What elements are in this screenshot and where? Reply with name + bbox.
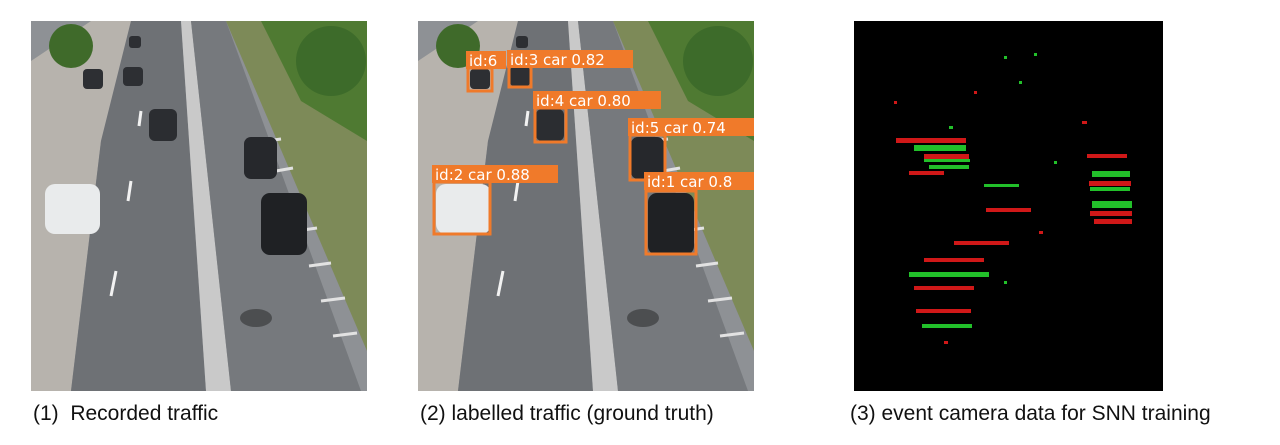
event-cluster-center <box>909 184 1031 328</box>
caption-recorded-traffic: (1) Recorded traffic <box>33 402 219 425</box>
recorded-traffic-image <box>31 21 367 391</box>
event-cluster-left-car <box>896 138 970 175</box>
detection-label-id6: id:6 <box>469 52 497 70</box>
detection-label-id2: id:2 car 0.88 <box>435 166 530 184</box>
event-camera-image <box>854 21 1163 391</box>
event-camera-scene <box>854 21 1163 391</box>
traffic-scene-2: id:6 id:3 car 0.82 id:4 car 0.80 id:5 ca… <box>418 21 754 391</box>
event-cluster-right-car <box>1087 154 1132 224</box>
event-sparse-noise <box>894 53 1087 344</box>
traffic-scene-1 <box>31 21 367 391</box>
detection-box-id1 <box>644 189 698 256</box>
caption-labelled-traffic: (2) labelled traffic (ground truth) <box>420 402 714 425</box>
caption-event-camera: (3) event camera data for SNN training <box>850 402 1211 425</box>
detection-label-id5: id:5 car 0.74 <box>631 119 726 137</box>
labelled-traffic-image: id:6 id:3 car 0.82 id:4 car 0.80 id:5 ca… <box>418 21 754 391</box>
detection-label-id1: id:1 car 0.8 <box>647 173 732 191</box>
detection-label-id3: id:3 car 0.82 <box>510 51 605 69</box>
detection-label-id4: id:4 car 0.80 <box>536 92 631 110</box>
